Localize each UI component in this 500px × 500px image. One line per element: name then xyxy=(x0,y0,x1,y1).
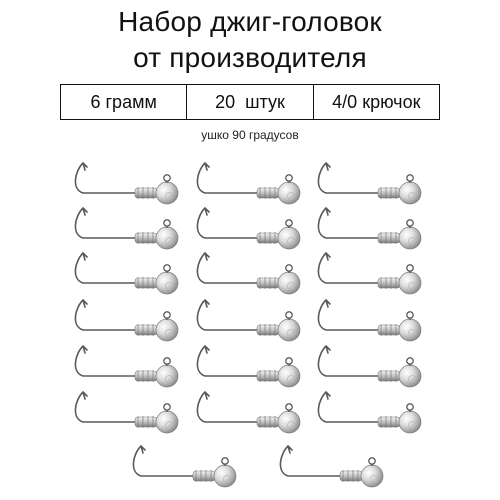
jig-head-item xyxy=(196,162,301,205)
head-eye-mark xyxy=(408,329,416,337)
jig-head-item xyxy=(74,299,179,342)
jig-head-item xyxy=(74,252,179,295)
head-eye-mark xyxy=(287,282,295,290)
line-tie-eye xyxy=(285,264,293,272)
line-tie-eye xyxy=(406,174,414,182)
head-eye-mark xyxy=(408,237,416,245)
line-tie-eye xyxy=(163,357,171,365)
line-tie-eye xyxy=(406,403,414,411)
head-eye-mark xyxy=(165,375,173,383)
hook-wire xyxy=(74,162,138,194)
hook-wire xyxy=(317,162,381,194)
line-tie-eye xyxy=(406,311,414,319)
hook-wire xyxy=(196,345,260,377)
line-tie-eye xyxy=(406,264,414,272)
line-tie-eye xyxy=(163,219,171,227)
jig-head-item xyxy=(317,162,422,205)
title-line-2: от производителя xyxy=(133,42,367,73)
hook-wire xyxy=(317,299,381,331)
line-tie-eye xyxy=(368,457,376,465)
title-line-1: Набор джиг-головок xyxy=(118,6,382,37)
hook-wire xyxy=(74,299,138,331)
line-tie-eye xyxy=(163,403,171,411)
hook-wire xyxy=(279,445,343,477)
hook-wire xyxy=(196,162,260,194)
line-tie-eye xyxy=(163,174,171,182)
head-eye-mark xyxy=(408,375,416,383)
jig-head-item xyxy=(74,391,179,434)
head-eye-mark xyxy=(165,192,173,200)
hook-wire xyxy=(317,207,381,239)
head-eye-mark xyxy=(165,421,173,429)
line-tie-eye xyxy=(285,357,293,365)
spec-table: 6 грамм 20 штук 4/0 крючок xyxy=(60,84,440,120)
jig-head-item xyxy=(317,252,422,295)
head-eye-mark xyxy=(408,282,416,290)
jig-head-item xyxy=(317,299,422,342)
eye-angle-note: ушко 90 градусов xyxy=(201,128,299,142)
hook-wire xyxy=(317,345,381,377)
line-tie-eye xyxy=(406,219,414,227)
jig-head-item xyxy=(317,345,422,388)
head-eye-mark xyxy=(287,237,295,245)
hook-wire xyxy=(74,391,138,423)
line-tie-eye xyxy=(163,264,171,272)
head-eye-mark xyxy=(370,475,378,483)
hook-wire xyxy=(317,252,381,284)
line-tie-eye xyxy=(285,174,293,182)
hook-wire xyxy=(196,252,260,284)
page-title: Набор джиг-головок от производителя xyxy=(0,4,500,76)
jig-head-item xyxy=(317,391,422,434)
jig-head-item xyxy=(132,445,237,488)
spec-weight: 6 грамм xyxy=(61,85,188,119)
hook-wire xyxy=(132,445,196,477)
jig-head-item xyxy=(74,162,179,205)
head-eye-mark xyxy=(223,475,231,483)
head-eye-mark xyxy=(408,421,416,429)
jig-head-item xyxy=(74,345,179,388)
jig-head-item xyxy=(317,207,422,250)
jig-head-item xyxy=(196,252,301,295)
head-eye-mark xyxy=(287,375,295,383)
line-tie-eye xyxy=(406,357,414,365)
hook-wire xyxy=(196,299,260,331)
head-eye-mark xyxy=(287,192,295,200)
line-tie-eye xyxy=(285,403,293,411)
hook-wire xyxy=(317,391,381,423)
hook-wire xyxy=(74,252,138,284)
jig-head-item xyxy=(74,207,179,250)
hook-wire xyxy=(74,207,138,239)
hook-wire xyxy=(196,207,260,239)
head-eye-mark xyxy=(287,421,295,429)
jig-head-item xyxy=(196,299,301,342)
jig-head-item xyxy=(196,207,301,250)
line-tie-eye xyxy=(285,311,293,319)
head-eye-mark xyxy=(165,237,173,245)
jig-head-item xyxy=(196,345,301,388)
spec-hook-size: 4/0 крючок xyxy=(332,91,421,112)
head-eye-mark xyxy=(165,282,173,290)
hook-wire xyxy=(196,391,260,423)
line-tie-eye xyxy=(285,219,293,227)
head-eye-mark xyxy=(287,329,295,337)
jig-head-item xyxy=(279,445,384,488)
head-eye-mark xyxy=(165,329,173,337)
spec-count: 20 штук xyxy=(187,85,314,119)
head-eye-mark xyxy=(408,192,416,200)
hook-wire xyxy=(74,345,138,377)
line-tie-eye xyxy=(221,457,229,465)
line-tie-eye xyxy=(163,311,171,319)
jig-head-item xyxy=(196,391,301,434)
